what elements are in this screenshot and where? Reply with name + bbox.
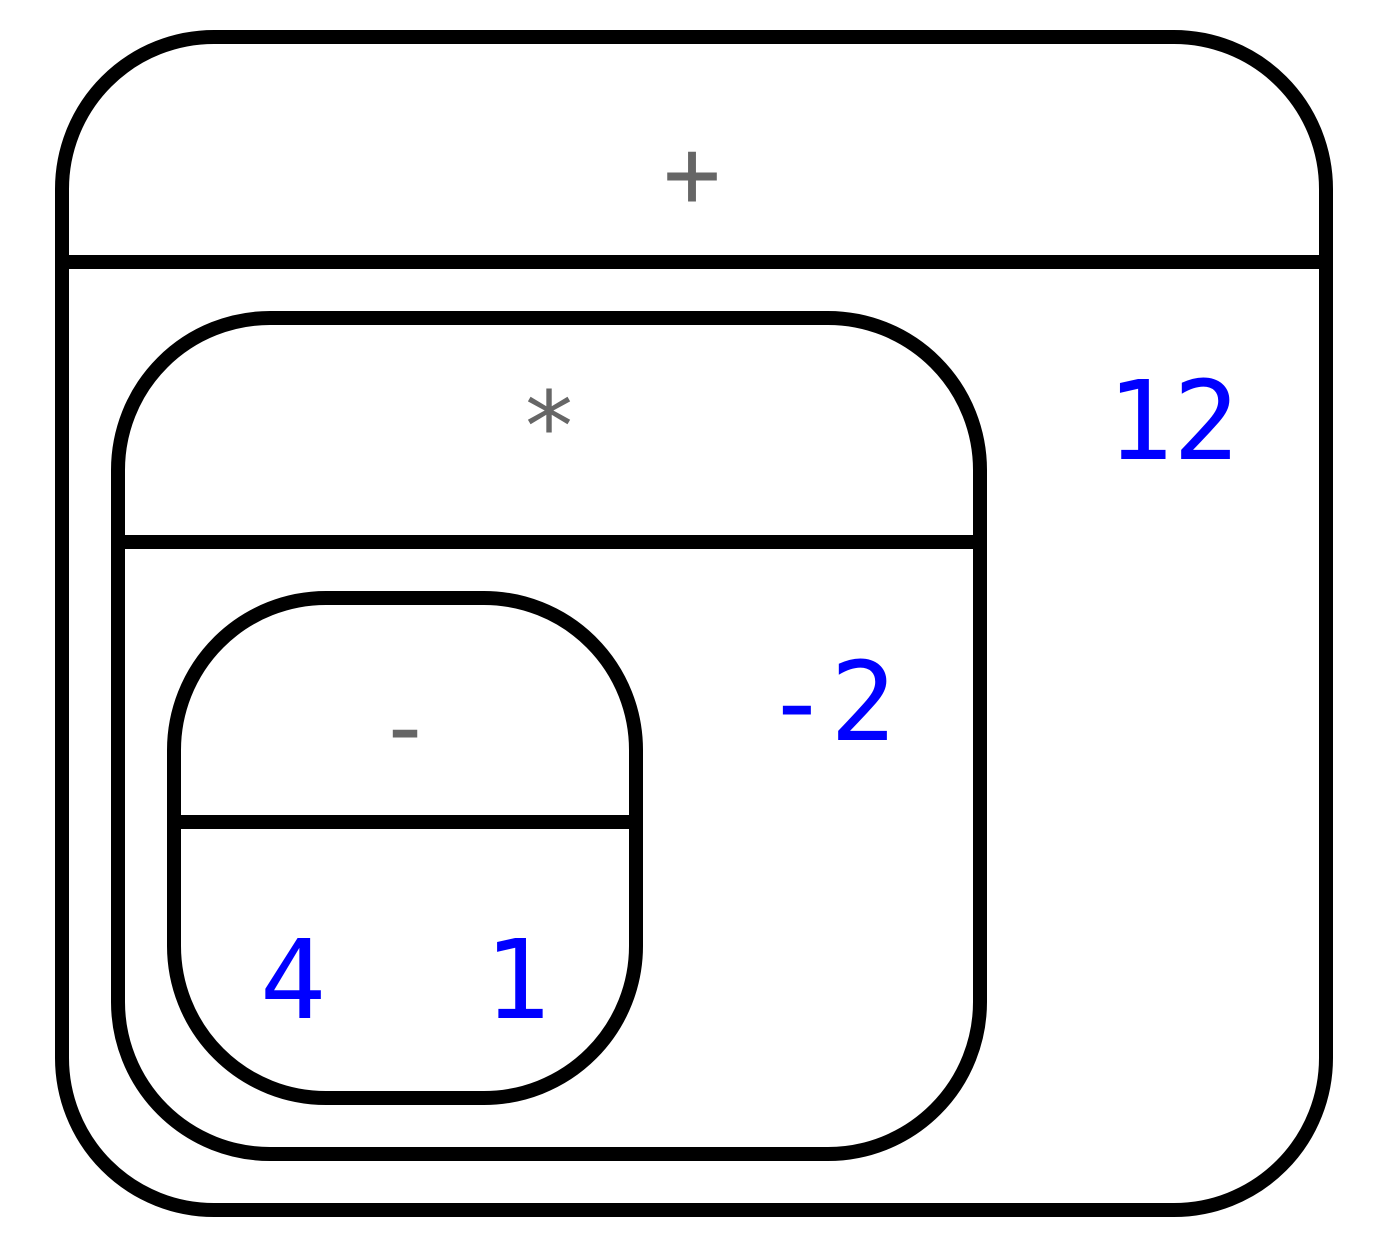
middle-result-value: -2 xyxy=(764,638,896,766)
inner-operand-left: 4 xyxy=(260,916,326,1044)
inner-expression-box: - 4 1 xyxy=(167,591,643,1105)
middle-expression-box: * -2 xyxy=(111,311,987,1161)
inner-box-frame xyxy=(167,591,643,1105)
middle-box-frame xyxy=(111,311,987,1161)
outer-operator-label: + xyxy=(663,118,721,230)
outer-box-frame xyxy=(55,30,1333,1217)
outer-expression-box: + 12 xyxy=(55,30,1333,1217)
middle-operator-label: * xyxy=(520,371,578,483)
outer-result-value: 12 xyxy=(1107,357,1239,485)
inner-operator-label: - xyxy=(376,671,434,783)
inner-operand-right: 1 xyxy=(484,916,550,1044)
